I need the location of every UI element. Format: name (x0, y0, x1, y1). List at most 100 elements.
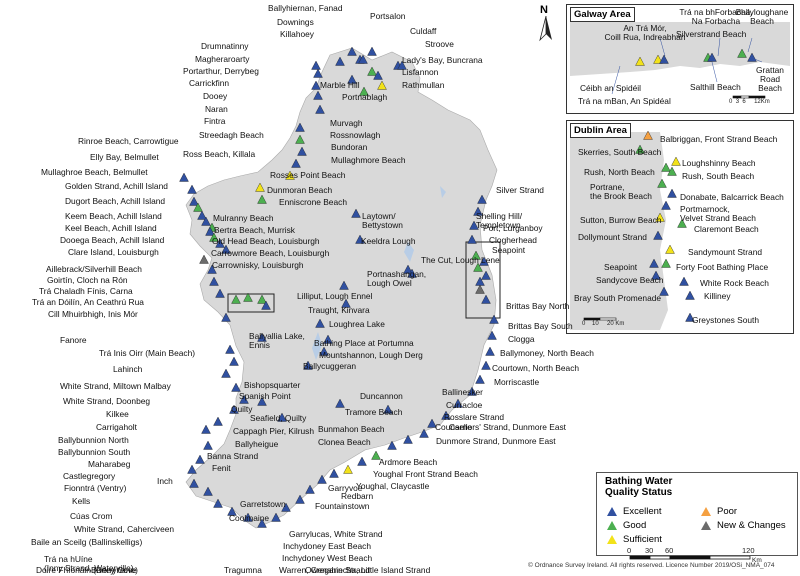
place-label: Seapoint (492, 245, 526, 255)
bathing-site-marker (227, 506, 237, 516)
bathing-site-marker (213, 498, 223, 508)
dublin-label: Bray South Promenade (574, 293, 662, 303)
bathing-site-marker (387, 440, 397, 450)
bathing-site-marker (677, 218, 687, 228)
bathing-site-marker (635, 56, 645, 66)
place-label: Cill Mhuirbhigh, Inis Mór (48, 309, 138, 319)
bathing-site-marker (485, 346, 495, 356)
place-label: Clogga (508, 334, 535, 344)
place-label: Carrowmore Beach, Louisburgh (211, 248, 330, 258)
place-label: Counsellors' Strand, Dunmore East (435, 422, 567, 432)
bathing-site-marker (297, 146, 307, 156)
place-label: Dooega Beach, Achill Island (60, 235, 165, 245)
dublin-highlight-box (465, 241, 501, 319)
bathing-site-marker (313, 68, 323, 78)
place-label: Seafield, Quilty (250, 413, 307, 423)
place-label: Loughrea Lake (329, 319, 385, 329)
dublin-label: Rush, North Beach (584, 167, 655, 177)
place-label: Naran (205, 104, 228, 114)
place-label: Downings (277, 17, 314, 27)
triangle-icon (701, 520, 711, 530)
place-label: Duncannon (360, 391, 403, 401)
bathing-site-marker (475, 374, 485, 384)
bathing-site-marker (487, 330, 497, 340)
place-label: Streedagh Beach (199, 130, 264, 140)
place-label: Portsalon (370, 11, 406, 21)
scale-label-120: 120 (742, 546, 755, 555)
place-label: Lilliput, Lough Ennel (297, 291, 373, 301)
place-label: Morriscastle (494, 377, 540, 387)
bathing-site-marker (215, 288, 225, 298)
galway-highlight-box (227, 293, 275, 313)
place-label: Lahinch (113, 364, 143, 374)
place-label: Cappagh Pier, Kilrush (233, 426, 315, 436)
bathing-site-marker (295, 494, 305, 504)
place-label: Owenahincha, Little Island Strand (305, 565, 431, 575)
bathing-site-marker (257, 294, 267, 304)
bathing-site-marker (255, 182, 265, 192)
galway-label: Salthill Beach (690, 82, 741, 92)
dublin-label: Seapoint (604, 262, 638, 272)
place-label: Cúas Crom (70, 511, 113, 521)
bathing-site-marker (257, 332, 267, 342)
bathing-site-marker (179, 172, 189, 182)
bathing-site-marker (339, 280, 349, 290)
place-label: Keem Beach, Achill Island (65, 211, 162, 221)
place-label: Old Head Beach, Louisburgh (212, 236, 320, 246)
bathing-site-marker (197, 210, 207, 220)
bathing-site-marker (667, 188, 677, 198)
legend-item-sufficient: Sufficient (607, 534, 662, 545)
bathing-site-marker (355, 234, 365, 244)
place-label: Elly Bay, Belmullet (90, 152, 159, 162)
bathing-site-marker (661, 258, 671, 268)
bathing-site-marker (481, 360, 491, 370)
place-label: Ross Beach, Killala (183, 149, 256, 159)
legend-title: Bathing Water Quality Status (605, 476, 673, 498)
bathing-site-marker (343, 464, 353, 474)
place-label: Culdaff (410, 26, 437, 36)
bathing-site-marker (317, 474, 327, 484)
bathing-site-marker (209, 232, 219, 242)
bathing-site-marker (471, 250, 481, 260)
place-label: Shelling Hill/ Templetown (476, 211, 523, 230)
bathing-site-marker (649, 258, 659, 268)
bathing-site-marker (403, 434, 413, 444)
bathing-site-marker (295, 134, 305, 144)
dublin-label: Skerries, South Beach (578, 147, 662, 157)
place-label: Fionntrá (Ventry) (64, 483, 127, 493)
scale-unit: Km (752, 557, 762, 564)
place-label: Youghal, Claycastle (356, 481, 430, 491)
bathing-site-marker (477, 194, 487, 204)
bathing-site-marker (473, 262, 483, 272)
place-label: Trá Inis Oirr (Main Beach) (99, 348, 196, 358)
galway-label: Céibh an Spidéil (580, 83, 641, 93)
place-label: White Strand, Doonbeg (63, 396, 151, 406)
bathing-site-marker (329, 468, 339, 478)
bathing-site-marker (271, 512, 281, 522)
bathing-site-marker (653, 230, 663, 240)
place-label: Enniscrone Beach (279, 197, 347, 207)
place-label: Ballyheigue (235, 439, 279, 449)
bathing-site-marker (231, 382, 241, 392)
bathing-site-marker (215, 238, 225, 248)
bathing-site-marker (685, 290, 695, 300)
legend: Bathing Water Quality Status Excellent G… (596, 472, 798, 556)
bathing-site-marker (313, 90, 323, 100)
bathing-site-marker (189, 478, 199, 488)
place-label: Bathing Place at Portumna (314, 338, 414, 348)
bathing-site-marker (679, 276, 689, 286)
dublin-label: Rush, South Beach (682, 171, 755, 181)
place-label: Ballymoney, North Beach (500, 348, 594, 358)
place-label: Inchydoney East Beach (283, 541, 371, 551)
bathing-site-marker (747, 52, 757, 62)
place-label: Bunmahon Beach (318, 424, 385, 434)
bathing-site-marker (427, 418, 437, 428)
bathing-site-marker (221, 312, 231, 322)
bathing-site-marker (467, 234, 477, 244)
bathing-site-marker (335, 56, 345, 66)
bathing-site-marker (225, 344, 235, 354)
place-label: Ballybunnion North (58, 435, 129, 445)
place-label: Mountshannon, Lough Derg (319, 350, 423, 360)
credit-text: © Ordnance Survey Ireland. All rights re… (528, 562, 775, 569)
